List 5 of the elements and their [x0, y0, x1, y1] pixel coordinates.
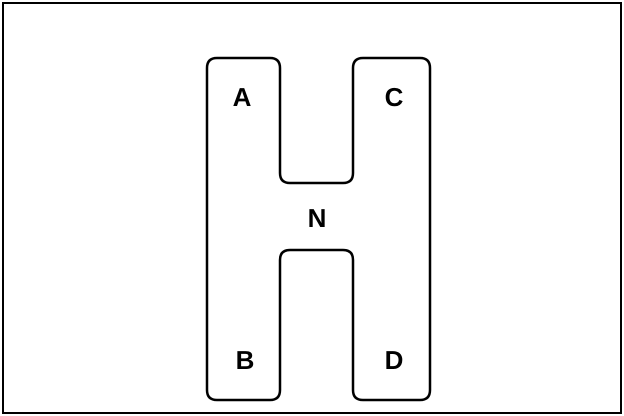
- gear-position-letter: A: [232, 83, 252, 111]
- gear-position-letter: N: [308, 204, 326, 232]
- gear-position-letter: D: [384, 346, 404, 374]
- gear-position-letter: C: [384, 83, 404, 111]
- gear-position-letter: B: [236, 346, 254, 374]
